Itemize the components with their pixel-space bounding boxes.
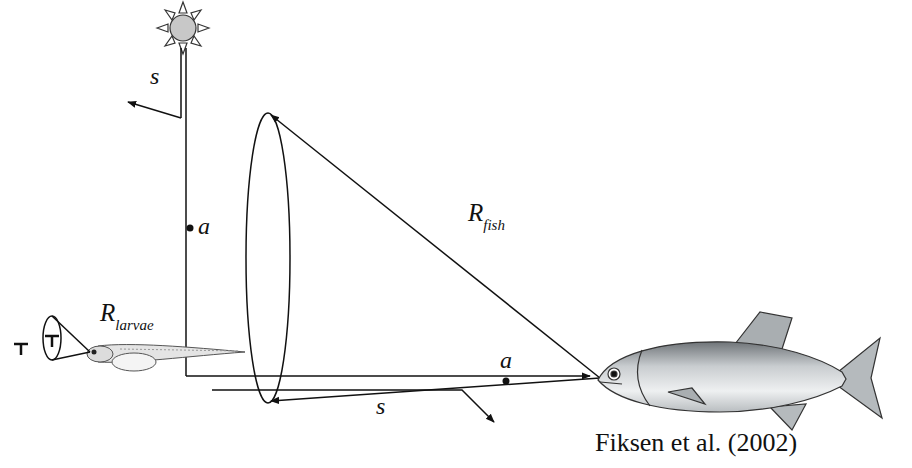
absorption-dot bbox=[503, 378, 510, 385]
variable-label: Rfish bbox=[468, 200, 505, 233]
fish-visual-cone bbox=[246, 113, 600, 403]
variable-label: s bbox=[376, 394, 385, 418]
prey-symbol bbox=[14, 336, 59, 355]
light-path bbox=[128, 48, 590, 422]
absorption-dot bbox=[187, 225, 194, 232]
variable-label: a bbox=[198, 214, 210, 238]
larva-visual-cone bbox=[43, 316, 90, 360]
variable-label: s bbox=[150, 64, 159, 88]
variable-label: a bbox=[500, 348, 512, 372]
sun-symbol bbox=[157, 2, 209, 54]
fish-predator bbox=[598, 312, 882, 430]
citation-caption: Fiksen et al. (2002) bbox=[595, 430, 797, 456]
variable-label: Rlarvae bbox=[100, 300, 154, 333]
fish-larva bbox=[87, 345, 245, 371]
